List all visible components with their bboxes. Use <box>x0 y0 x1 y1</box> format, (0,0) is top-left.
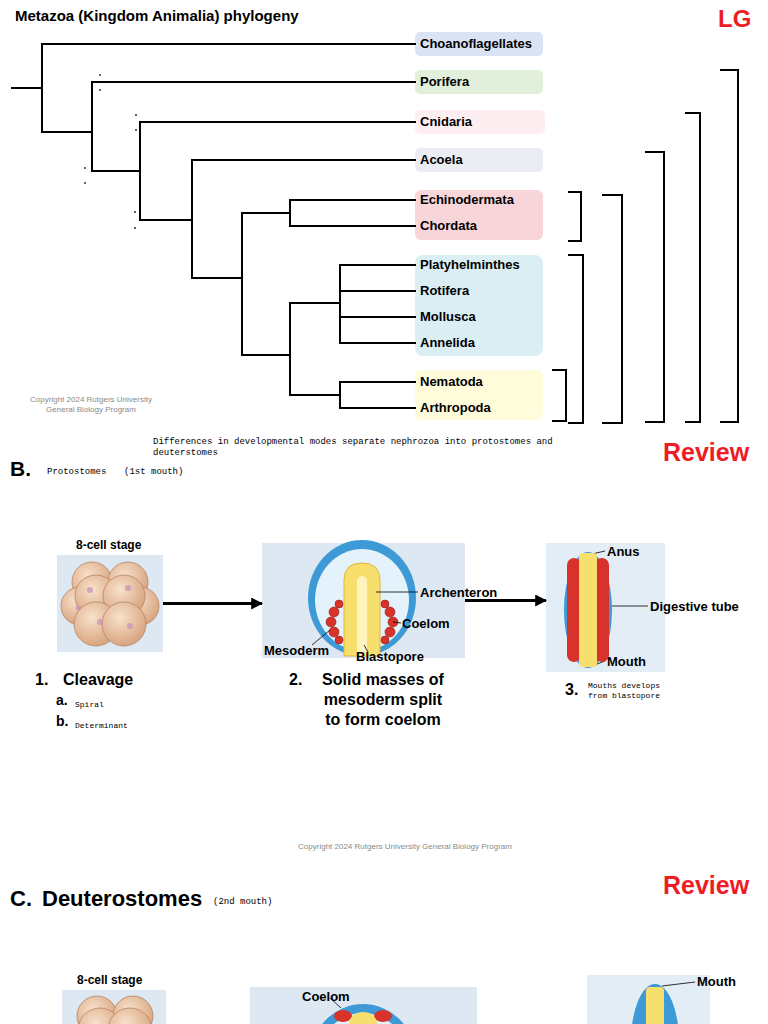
stage-panel: Mouth <box>587 975 710 1024</box>
node-label: Porifera <box>420 74 469 90</box>
tree-branches <box>12 44 415 408</box>
note-text: Differences in developmental modes separ… <box>153 437 573 459</box>
node-label: Mollusca <box>420 309 476 325</box>
section-subheading: (2nd mouth) <box>213 897 272 908</box>
taxon-group-box: EchinodermataChordata <box>415 190 543 240</box>
node-label: Choanoflagellates <box>420 36 532 52</box>
node-label: Annelida <box>420 335 475 351</box>
taxon-group-box: PlatyhelminthesRotiferaMolluscaAnnelida <box>415 255 543 356</box>
taxon-box: Porifera <box>415 70 543 94</box>
tree-dot <box>134 211 136 213</box>
node-label: Blastopore <box>356 649 424 665</box>
step-title: Cleavage <box>63 670 133 690</box>
node-label: Digestive tube <box>650 599 739 615</box>
section-subheading: (1st mouth) <box>124 467 183 478</box>
page-tag: LG <box>718 5 751 33</box>
copyright-note: Copyright 2024 Rutgers University Genera… <box>275 842 535 852</box>
clade-brackets <box>552 70 738 423</box>
node-label: Archenteron <box>420 585 497 601</box>
step-number: 3. <box>565 680 578 700</box>
node-label: Coelom <box>302 989 350 1005</box>
stage-panel: AnusDigestive tubeMouth <box>546 543 665 672</box>
node-label: Anus <box>607 544 640 560</box>
node-label: 8-cell stage <box>76 537 141 553</box>
taxon-box: Acoela <box>415 148 543 172</box>
step-title: Solid masses of mesoderm split to form c… <box>318 670 448 730</box>
stage-panel: 8-cell stage <box>57 555 163 652</box>
step-number: 1. <box>35 670 48 690</box>
section-letter: C. <box>10 886 32 912</box>
stage-panel: 8-cell stage <box>62 990 166 1024</box>
taxon-box: Choanoflagellates <box>415 32 543 56</box>
sub-step-letter: a. <box>56 692 68 709</box>
step-text: Mouths develops from blastopore <box>588 681 678 701</box>
section-heading: Deuterostomes <box>42 886 202 912</box>
node-label: Platyhelminthes <box>420 257 520 273</box>
taxon-box: Cnidaria <box>415 110 545 134</box>
taxon-group-box: NematodaArthropoda <box>415 370 543 420</box>
node-label: Mouth <box>697 974 736 990</box>
node-label: Mouth <box>607 654 646 670</box>
tree-dot <box>134 227 136 229</box>
node-label: Chordata <box>420 218 477 234</box>
tree-dot <box>99 89 101 91</box>
node-label: Arthropoda <box>420 400 491 416</box>
node-label: Cnidaria <box>420 114 472 130</box>
sub-step-text: Spiral <box>75 700 104 710</box>
node-label: Rotifera <box>420 283 469 299</box>
step-number: 2. <box>289 670 302 690</box>
tree-dot <box>99 74 101 76</box>
review-tag: Review <box>663 437 749 467</box>
stage-panel: Coelom <box>250 987 477 1024</box>
copyright-note: Copyright 2024 Rutgers University Genera… <box>16 395 166 415</box>
sub-step-letter: b. <box>56 713 68 730</box>
section-letter: B. <box>10 457 31 481</box>
review-tag: Review <box>663 870 749 900</box>
tree-dot <box>84 167 86 169</box>
node-label: 8-cell stage <box>77 972 142 988</box>
node-label: Coelom <box>402 616 450 632</box>
tree-dot <box>84 182 86 184</box>
node-label: Mesoderm <box>264 643 329 659</box>
node-label: Nematoda <box>420 374 483 390</box>
stage-panel: ArchenteronCoelomMesodermBlastopore <box>262 543 465 658</box>
sub-step-text: Determinant <box>75 721 128 731</box>
node-label: Acoela <box>420 152 463 168</box>
tree-dot <box>135 114 137 116</box>
process-arrow <box>163 602 262 605</box>
tree-dot <box>135 129 137 131</box>
diagram-title: Metazoa (Kingdom Animalia) phylogeny <box>15 7 299 25</box>
section-heading: Protostomes <box>47 467 106 478</box>
node-label: Echinodermata <box>420 192 514 208</box>
